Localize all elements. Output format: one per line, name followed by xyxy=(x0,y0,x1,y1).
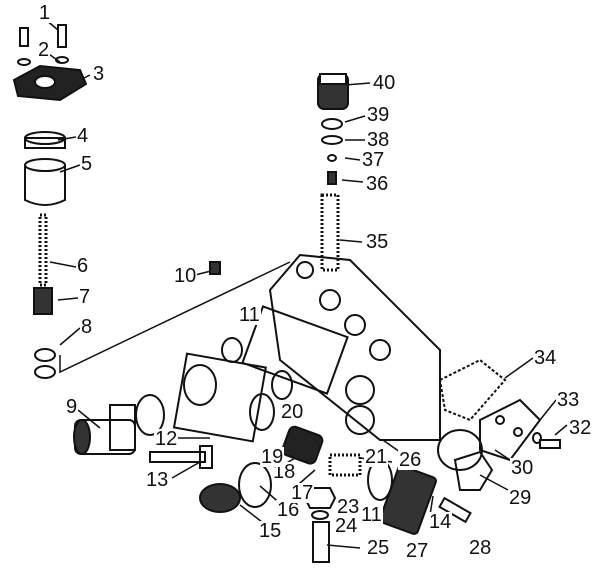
callout-28: 28 xyxy=(468,537,493,559)
part-35-spring xyxy=(320,193,340,272)
part-6-threaded-rod xyxy=(38,213,48,287)
callout-26: 26 xyxy=(398,449,423,471)
part-10-screw xyxy=(209,261,221,275)
callout-16: 16 xyxy=(276,499,301,521)
callout-38: 38 xyxy=(366,129,391,151)
part-9-banjo-fitting xyxy=(73,404,136,455)
callout-8: 8 xyxy=(80,316,94,338)
callout-17: 17 xyxy=(290,482,315,504)
part-27-cover-plate xyxy=(379,465,437,535)
callout-40: 40 xyxy=(372,72,397,94)
callout-9: 9 xyxy=(65,396,79,418)
callout-5: 5 xyxy=(80,153,94,175)
callout-12: 12 xyxy=(154,428,179,450)
part-36-39 xyxy=(321,118,343,185)
callout-11-second: 11 xyxy=(360,504,383,526)
callout-34: 34 xyxy=(533,347,558,369)
part-40-cap xyxy=(317,73,349,110)
callout-23: 23 xyxy=(336,496,361,518)
part-8-washer xyxy=(34,348,56,379)
part-2-washers xyxy=(17,56,69,66)
callout-11: 11 xyxy=(238,304,261,326)
callout-3: 3 xyxy=(92,63,106,85)
part-1-screws xyxy=(19,24,67,48)
part-7-nut xyxy=(33,287,53,315)
part-32-33 xyxy=(532,432,561,449)
part-29-plug xyxy=(453,450,494,491)
part-28-bolt xyxy=(438,496,472,524)
part-13-bolt xyxy=(149,445,213,469)
callout-21: 21 xyxy=(364,446,389,468)
callout-4: 4 xyxy=(76,125,90,147)
part-34-gasket xyxy=(438,358,507,422)
callout-15: 15 xyxy=(258,520,283,542)
valve-body xyxy=(241,253,441,441)
part-5-cup xyxy=(24,158,66,206)
callout-36: 36 xyxy=(365,173,390,195)
part-21-spring xyxy=(328,453,362,477)
callout-24: 24 xyxy=(334,515,359,537)
callout-35: 35 xyxy=(365,231,390,253)
callout-30: 30 xyxy=(510,457,535,479)
callout-20: 20 xyxy=(280,401,305,423)
callout-2: 2 xyxy=(37,39,51,61)
callout-33: 33 xyxy=(556,389,581,411)
callout-29: 29 xyxy=(508,487,533,509)
part-3-flange xyxy=(12,64,88,102)
callout-19: 19 xyxy=(260,446,285,468)
callout-32: 32 xyxy=(568,417,593,439)
callout-18: 18 xyxy=(272,461,297,483)
part-30-plate xyxy=(479,398,542,462)
callout-13: 13 xyxy=(145,469,170,491)
callout-39: 39 xyxy=(366,104,391,126)
part-15-plug xyxy=(199,483,241,513)
callout-7: 7 xyxy=(78,286,92,308)
part-4-ring xyxy=(24,131,66,149)
callout-10: 10 xyxy=(173,265,198,287)
side-block xyxy=(172,352,275,443)
callout-37: 37 xyxy=(361,149,386,171)
callout-6: 6 xyxy=(76,255,90,277)
o-rings xyxy=(135,337,483,508)
part-18-sleeve xyxy=(281,425,324,465)
callout-27: 27 xyxy=(405,540,430,562)
callout-14: 14 xyxy=(428,511,453,533)
callout-25: 25 xyxy=(366,537,391,559)
callout-1: 1 xyxy=(38,2,52,24)
